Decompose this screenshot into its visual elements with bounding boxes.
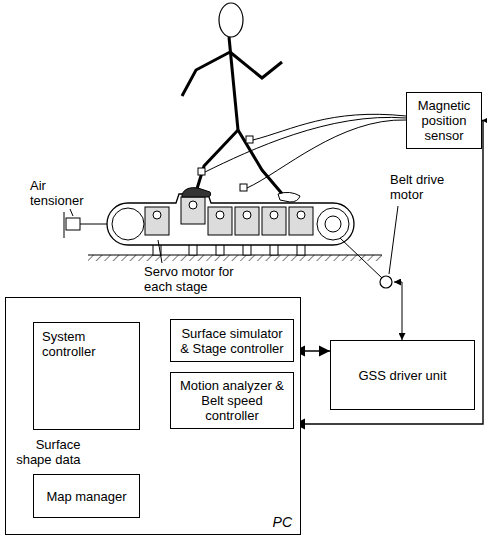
node-text: System controller xyxy=(42,329,131,359)
connector-arrow xyxy=(294,121,483,425)
stage xyxy=(235,207,259,235)
belt-drive-motor xyxy=(380,276,392,288)
edge-label: Surface shape data xyxy=(15,437,81,467)
part-label: Belt drive motor xyxy=(390,172,452,202)
treadmill-belt xyxy=(107,194,354,245)
frame-title: PC xyxy=(273,515,292,530)
servo-motor xyxy=(216,211,224,219)
node-text: Magnetic position sensor xyxy=(413,98,475,143)
walker-head xyxy=(219,3,243,37)
drive-link xyxy=(340,238,382,278)
ground-hatch xyxy=(88,255,382,261)
servo-motor xyxy=(297,211,305,219)
stage xyxy=(262,207,286,235)
position-marker xyxy=(246,136,253,143)
node-text: Map manager xyxy=(46,489,126,504)
drive-pulley-hub xyxy=(325,216,341,232)
leader-line xyxy=(70,209,73,216)
drive-pulley xyxy=(317,208,349,240)
process-box: Surface simulator & Stage controller xyxy=(170,319,294,362)
walker-arm xyxy=(230,52,282,78)
servo-motor xyxy=(243,211,251,219)
servo-motor xyxy=(189,201,197,209)
walker-shoe xyxy=(182,188,211,197)
controller-box: System controller xyxy=(33,322,140,430)
air-tensioner xyxy=(66,218,80,230)
walker-torso xyxy=(229,37,238,130)
sensor-wire xyxy=(253,114,406,140)
driver-box: GSS driver unit xyxy=(330,340,475,410)
servo-motor xyxy=(270,211,278,219)
sensor-wire xyxy=(247,120,406,188)
process-box: Map manager xyxy=(33,474,140,518)
part-label: Servo motor for each stage xyxy=(144,264,254,294)
process-box: Motion analyzer & Belt speed controller xyxy=(170,372,294,429)
stage xyxy=(145,207,169,235)
walker-arm xyxy=(182,52,230,96)
node-text: Surface simulator & Stage controller xyxy=(177,326,287,356)
node-text: GSS driver unit xyxy=(358,368,446,383)
stage-raised xyxy=(181,197,205,224)
leader-line xyxy=(158,240,162,263)
motor-wire xyxy=(394,282,402,340)
idler-pulley xyxy=(112,208,144,240)
stage xyxy=(289,207,313,235)
node-text: Motion analyzer & Belt speed controller xyxy=(177,378,287,423)
sensor-wire xyxy=(205,117,406,172)
leader-line xyxy=(389,206,398,274)
pc-frame: PC System controller Surface simulator & S… xyxy=(5,297,301,535)
part-label: Air tensioner xyxy=(30,178,96,208)
servo-motor xyxy=(153,211,161,219)
position-marker xyxy=(240,184,247,191)
position-marker xyxy=(198,168,205,175)
tensioner-wall xyxy=(64,212,65,238)
sensor-box: Magnetic position sensor xyxy=(406,92,482,149)
walker-foot xyxy=(278,192,300,202)
walker-leg xyxy=(196,130,238,192)
stage xyxy=(208,207,232,235)
